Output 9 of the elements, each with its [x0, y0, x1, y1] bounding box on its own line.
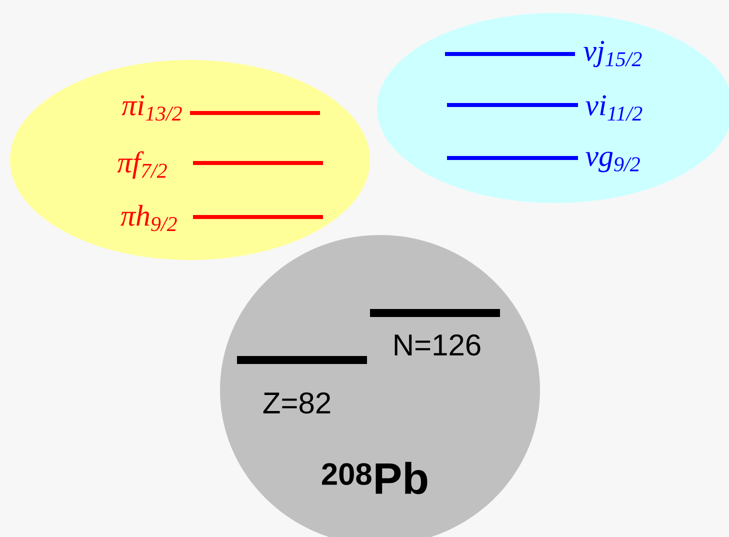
level-label: πh$_{9/2}$	[120, 204, 177, 232]
level-label: πi$_{13/2}$	[122, 95, 182, 121]
magic-number-label: Z=82	[263, 392, 330, 414]
level-label: νi$_{11/2}$	[586, 95, 642, 121]
nucleus-label: $^{208}$Pb	[322, 462, 428, 494]
magic-number-label: N=126	[394, 334, 480, 356]
level-label: νg$_{9/2}$	[586, 152, 640, 172]
level-label: πf$_{7/2}$	[117, 151, 167, 179]
level-label: νj$_{15/2}$	[584, 40, 642, 68]
